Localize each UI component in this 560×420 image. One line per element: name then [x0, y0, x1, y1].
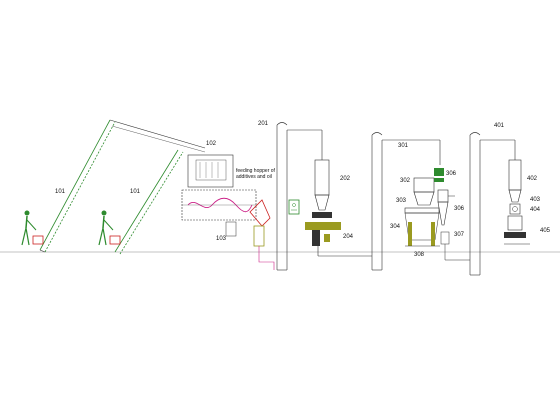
- elevator-201: [276, 122, 323, 271]
- bagging-405: [504, 215, 530, 245]
- inclined-conveyor-1: [39, 119, 116, 253]
- fan-306: [434, 168, 444, 182]
- label-204: 204: [343, 234, 354, 240]
- feeding-hopper-note-1: feeding hopper of: [236, 168, 276, 174]
- finished-bin-402: [508, 159, 522, 203]
- label-304: 304: [390, 224, 401, 230]
- scale-403: [509, 203, 521, 215]
- label-202: 202: [340, 176, 351, 182]
- pellet-mill-204: [305, 222, 372, 257]
- label-402: 402: [527, 176, 538, 182]
- label-101-a: 101: [55, 189, 66, 195]
- cyclone-separator: [437, 189, 455, 226]
- crumbler-frame-304: [404, 212, 440, 247]
- label-404: 404: [530, 207, 541, 213]
- silo-202: [312, 159, 332, 218]
- label-403: 403: [530, 197, 541, 203]
- feed-transfer-line: [109, 119, 206, 149]
- label-302: 302: [400, 178, 411, 184]
- mixer-102: [181, 154, 257, 237]
- label-307: 307: [454, 232, 465, 238]
- inclined-conveyor-2: [114, 149, 184, 255]
- elevator-301: [371, 132, 441, 271]
- label-301: 301: [398, 143, 409, 149]
- screen-307: [440, 231, 470, 261]
- label-308: 308: [414, 252, 425, 258]
- label-103: 103: [216, 236, 227, 242]
- additive-feeding-hopper: [249, 199, 275, 270]
- label-102: 102: [206, 141, 217, 147]
- control-panel: [288, 199, 300, 215]
- cooler-302: [404, 177, 440, 214]
- label-101-b: 101: [130, 189, 141, 195]
- label-401: 401: [494, 123, 505, 129]
- label-306: 306: [446, 171, 457, 177]
- worker-figure-2: [98, 210, 121, 246]
- label-201: 201: [258, 121, 269, 127]
- feeding-hopper-note-2: additives and oil: [236, 174, 272, 180]
- worker-figure-1: [21, 210, 44, 246]
- elevator-401: [469, 132, 516, 276]
- label-405: 405: [540, 228, 551, 234]
- label-303: 303: [396, 198, 407, 204]
- label-306b: 306: [454, 206, 465, 212]
